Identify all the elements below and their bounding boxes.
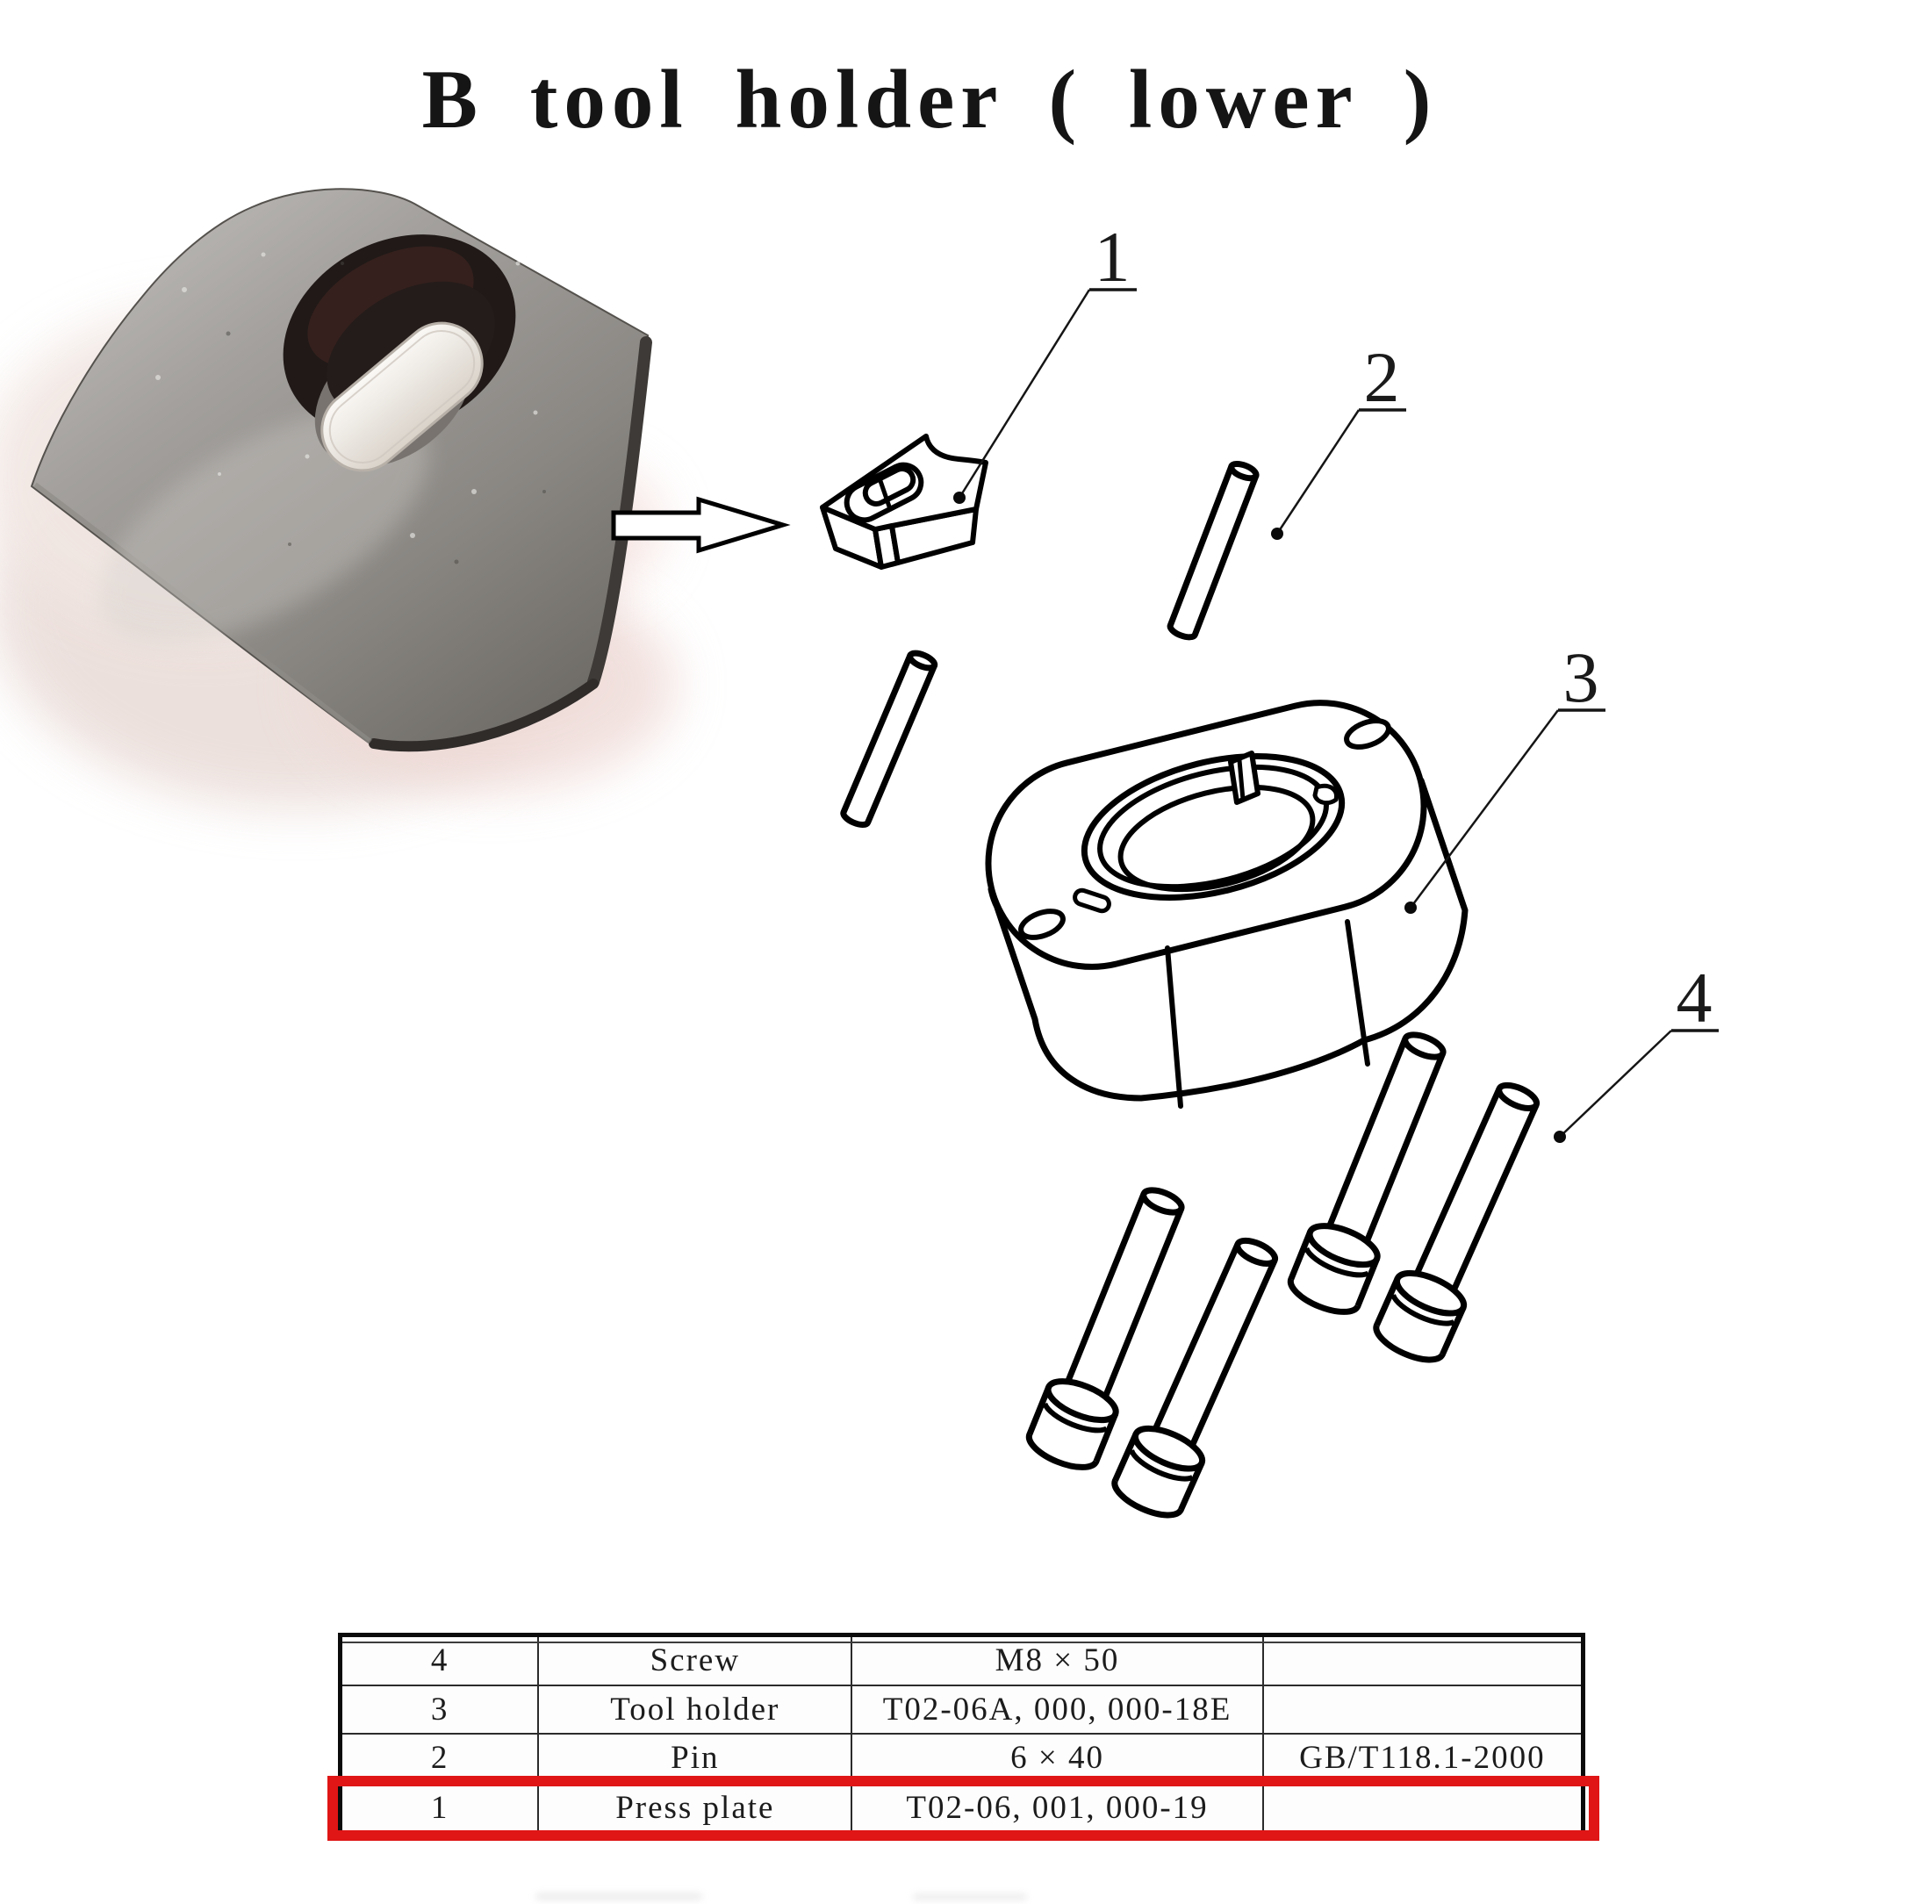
scan-artifact: [535, 1893, 702, 1900]
cell-qty: 4: [342, 1637, 540, 1685]
cell-spec: T02-06, 001, 000-19: [852, 1783, 1264, 1832]
table-row-pin: 2 Pin 6 × 40 GB/T118.1-2000: [342, 1735, 1581, 1784]
cell-standard: [1264, 1637, 1581, 1685]
tool-holder-drawing: [985, 700, 1469, 1109]
cell-qty: 3: [342, 1685, 540, 1733]
table-row-screw: 4 Screw M8 × 50: [342, 1637, 1581, 1686]
callout-3: 3: [1562, 637, 1599, 717]
cell-spec: T02-06A, 000, 000-18E: [852, 1685, 1264, 1733]
press-plate-drawing: [820, 434, 988, 570]
cell-name: Tool holder: [539, 1685, 853, 1733]
cell-name: Pin: [539, 1735, 853, 1782]
cell-qty: 2: [342, 1735, 540, 1782]
parts-table: 4 Screw M8 × 50 3 Tool holder T02-06A, 0…: [338, 1633, 1585, 1836]
callout-leader-lines: [953, 288, 1719, 1143]
cell-standard: GB/T118.1-2000: [1299, 1740, 1546, 1777]
cell-standard: [1264, 1784, 1581, 1833]
callout-2: 2: [1363, 337, 1400, 417]
callout-1: 1: [1094, 217, 1131, 297]
table-row-tool-holder: 3 Tool holder T02-06A, 000, 000-18E: [342, 1685, 1581, 1735]
cell-spec: 6 × 40: [852, 1735, 1264, 1782]
cell-name: Screw: [539, 1637, 853, 1685]
cell-spec: M8 × 50: [852, 1637, 1264, 1685]
cell-standard: [1264, 1686, 1581, 1734]
cell-name: Press plate: [539, 1783, 853, 1832]
page-title: B tool holder ( lower ): [421, 53, 1438, 146]
callout-4: 4: [1676, 958, 1713, 1038]
scan-artifact: [913, 1893, 1027, 1900]
right-arrow-icon: [611, 496, 791, 554]
screw-drawing: [1023, 1024, 1554, 1524]
table-row-press-plate: 1 Press plate T02-06, 001, 000-19: [342, 1783, 1581, 1833]
press-plate-photo: [0, 188, 676, 808]
cell-qty: 1: [342, 1783, 540, 1832]
